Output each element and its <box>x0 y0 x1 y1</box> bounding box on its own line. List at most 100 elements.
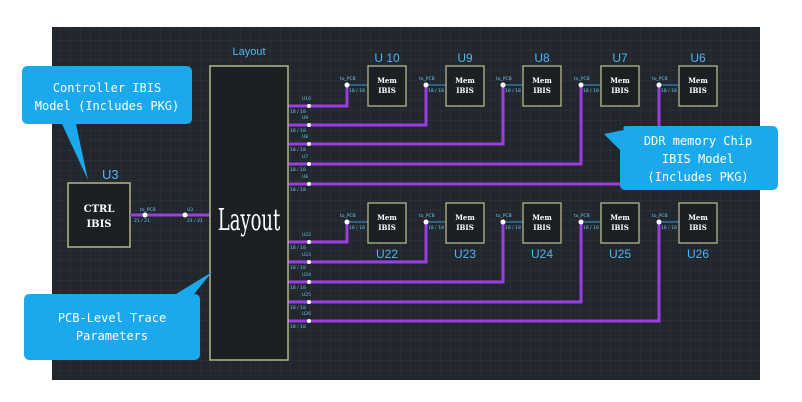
memory-chip-body[interactable] <box>600 202 640 244</box>
chip-pin-label: 18 / 18 <box>349 88 365 94</box>
chip-line1: Mem <box>688 76 708 85</box>
chip-line1: Mem <box>532 213 552 222</box>
pcb-callout-bubble <box>24 272 212 360</box>
port-dot <box>307 319 311 323</box>
layout-port-name: U23 <box>302 252 311 258</box>
layout-port-pins: 18 / 18 <box>290 128 306 134</box>
controller-callout-bubble <box>22 66 192 180</box>
layout-box[interactable] <box>209 65 289 361</box>
chip-net-label: to_PCB <box>496 213 512 219</box>
chip-line1: Mem <box>610 213 630 222</box>
chip-pin-label: 18 / 18 <box>661 88 677 94</box>
layout-title: Layout <box>232 46 265 58</box>
chip-net-label: to_PCB <box>419 213 435 219</box>
controller-callout: Controller IBIS Model (Includes PKG) <box>22 66 192 180</box>
chip-line2: IBIS <box>611 86 629 95</box>
chip-line2: IBIS <box>533 223 551 232</box>
chip-pin-label: 18 / 18 <box>505 88 521 94</box>
memory-callout-line3: (Includes PKG) <box>647 170 748 184</box>
controller-chip[interactable] <box>67 182 131 248</box>
port-dot <box>307 300 311 304</box>
memory-chip-body[interactable] <box>678 65 718 107</box>
controller-ref-label: U3 <box>102 167 119 182</box>
chip-line1: Mem <box>688 213 708 222</box>
layout-block[interactable]: Layout Layout <box>209 46 289 361</box>
memory-callout: DDR memory Chip IBIS Model (Includes PKG… <box>604 126 778 190</box>
chip-net-label: to_PCB <box>574 76 590 82</box>
controller-net-label: to_PCB <box>140 207 156 213</box>
chip-line2: IBIS <box>611 223 629 232</box>
chip-ref-label: U22 <box>376 247 398 261</box>
controller-chip-line1: CTRL <box>84 204 115 215</box>
controller-ibis-block[interactable]: U3 CTRL IBIS to_PCB U3 21 / 21 21 / 21 <box>67 167 210 248</box>
memory-callout-bubble <box>604 126 778 190</box>
layout-port-name: U9 <box>302 115 308 121</box>
port-dot <box>307 142 311 146</box>
chip-pin-label: 18 / 18 <box>583 225 599 231</box>
layout-port-pins: 18 / 18 <box>290 147 306 153</box>
memory-chip-body[interactable] <box>367 65 407 107</box>
chip-tap-dot <box>500 82 506 88</box>
port-dot <box>307 104 311 108</box>
memory-chip-body[interactable] <box>367 202 407 244</box>
chip-net-label: to_PCB <box>340 213 356 219</box>
chip-ref-label: U25 <box>609 247 631 261</box>
chip-line2: IBIS <box>689 223 707 232</box>
chip-line2: IBIS <box>378 86 396 95</box>
trace-u8 <box>288 85 505 146</box>
chip-ref-label: U24 <box>531 247 553 261</box>
trace-u7 <box>288 85 583 166</box>
port-dot <box>307 260 311 264</box>
chip-tap-dot <box>656 219 662 225</box>
memory-chip-body[interactable] <box>522 202 562 244</box>
memory-chip-body[interactable] <box>445 65 485 107</box>
chip-tap-dot <box>423 82 429 88</box>
memory-chip-body[interactable] <box>678 202 718 244</box>
chip-ref-label: U7 <box>612 51 628 65</box>
layout-port-pins: 18 / 18 <box>290 167 306 173</box>
chip-net-label: to_PCB <box>574 213 590 219</box>
chip-net-label: to_PCB <box>652 213 668 219</box>
layout-port-name: U22 <box>302 232 311 238</box>
memory-chip-body[interactable] <box>600 65 640 107</box>
chip-pin-label: 18 / 18 <box>661 225 677 231</box>
memory-callout-line1: DDR memory Chip <box>644 134 752 148</box>
chip-line2: IBIS <box>689 86 707 95</box>
chip-line1: Mem <box>532 76 552 85</box>
chip-tap-dot <box>656 82 662 88</box>
trace-u9 <box>288 85 428 127</box>
controller-callout-line2: Model (Includes PKG) <box>35 99 180 113</box>
trace-u25 <box>288 222 583 304</box>
layout-port-name: U24 <box>302 272 311 278</box>
memory-chip-body[interactable] <box>522 65 562 107</box>
controller-callout-line1: Controller IBIS <box>53 81 161 95</box>
chip-line1: Mem <box>455 213 475 222</box>
pcb-callout-line1: PCB-Level Trace <box>58 311 166 325</box>
chip-pin-label: 18 / 18 <box>349 225 365 231</box>
layout-port-name: U6 <box>302 174 308 180</box>
port-dot <box>307 123 311 127</box>
chip-line2: IBIS <box>456 223 474 232</box>
chip-tap-dot <box>578 82 584 88</box>
layout-port-pins: 18 / 18 <box>290 109 306 115</box>
memory-chip-body[interactable] <box>445 202 485 244</box>
chip-ref-label: U9 <box>457 51 473 65</box>
chip-line2: IBIS <box>533 86 551 95</box>
chip-pin-label: 18 / 18 <box>505 225 521 231</box>
chip-tap-dot <box>344 82 350 88</box>
layout-port-name: U25 <box>302 292 311 298</box>
layout-port-name: U8 <box>302 134 308 140</box>
